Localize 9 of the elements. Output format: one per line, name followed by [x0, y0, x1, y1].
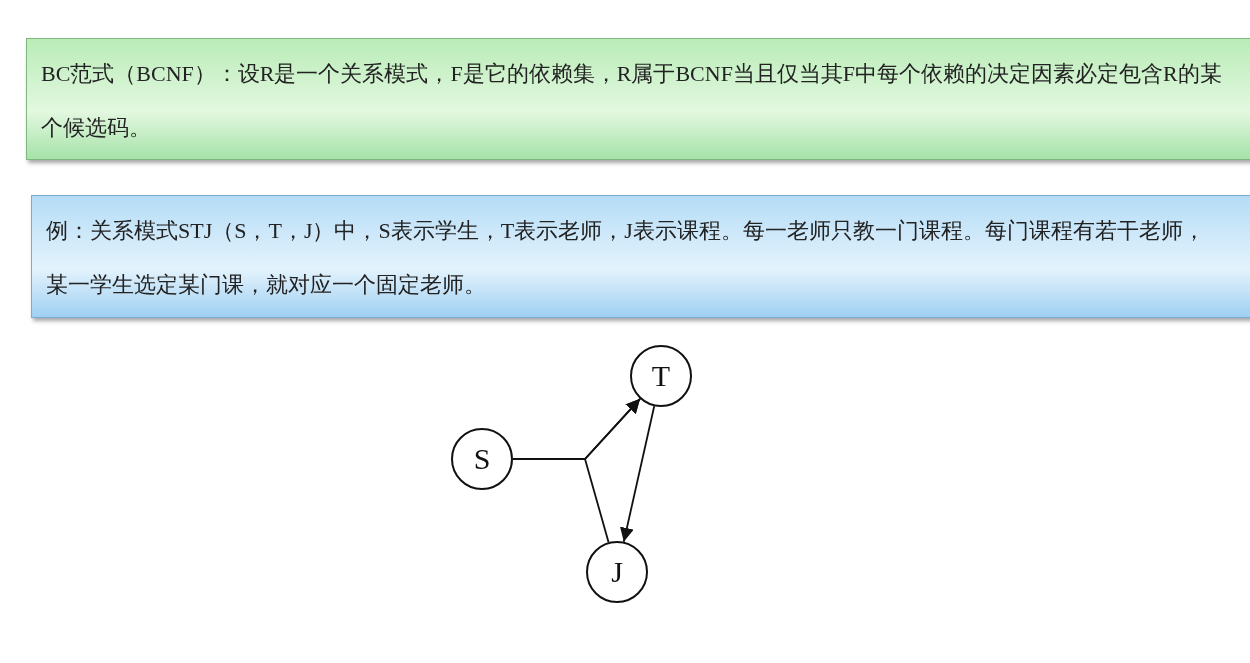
text-panel	[26, 38, 1250, 160]
node-label: T	[651, 359, 671, 393]
paragraph: BC范式（BCNF）：设R是一个关系模式，F是它的依赖集，R属于BCNF当且仅当其F中每个依赖的决定因素必定包含R的某个候选码。	[41, 60, 1223, 142]
paragraph: 例：关系模式STJ（S，T，J）中，S表示学生，T表示老师，J表示课程。每一老师只教一门课程。每门课程有若干老师，某一学生选定某门课，就对应一个固定老师。	[46, 217, 1206, 299]
arrow	[620, 405, 656, 543]
node-label: J	[611, 555, 623, 589]
node-label: S	[473, 442, 491, 476]
text-panel	[31, 195, 1250, 318]
arrow	[584, 397, 641, 544]
